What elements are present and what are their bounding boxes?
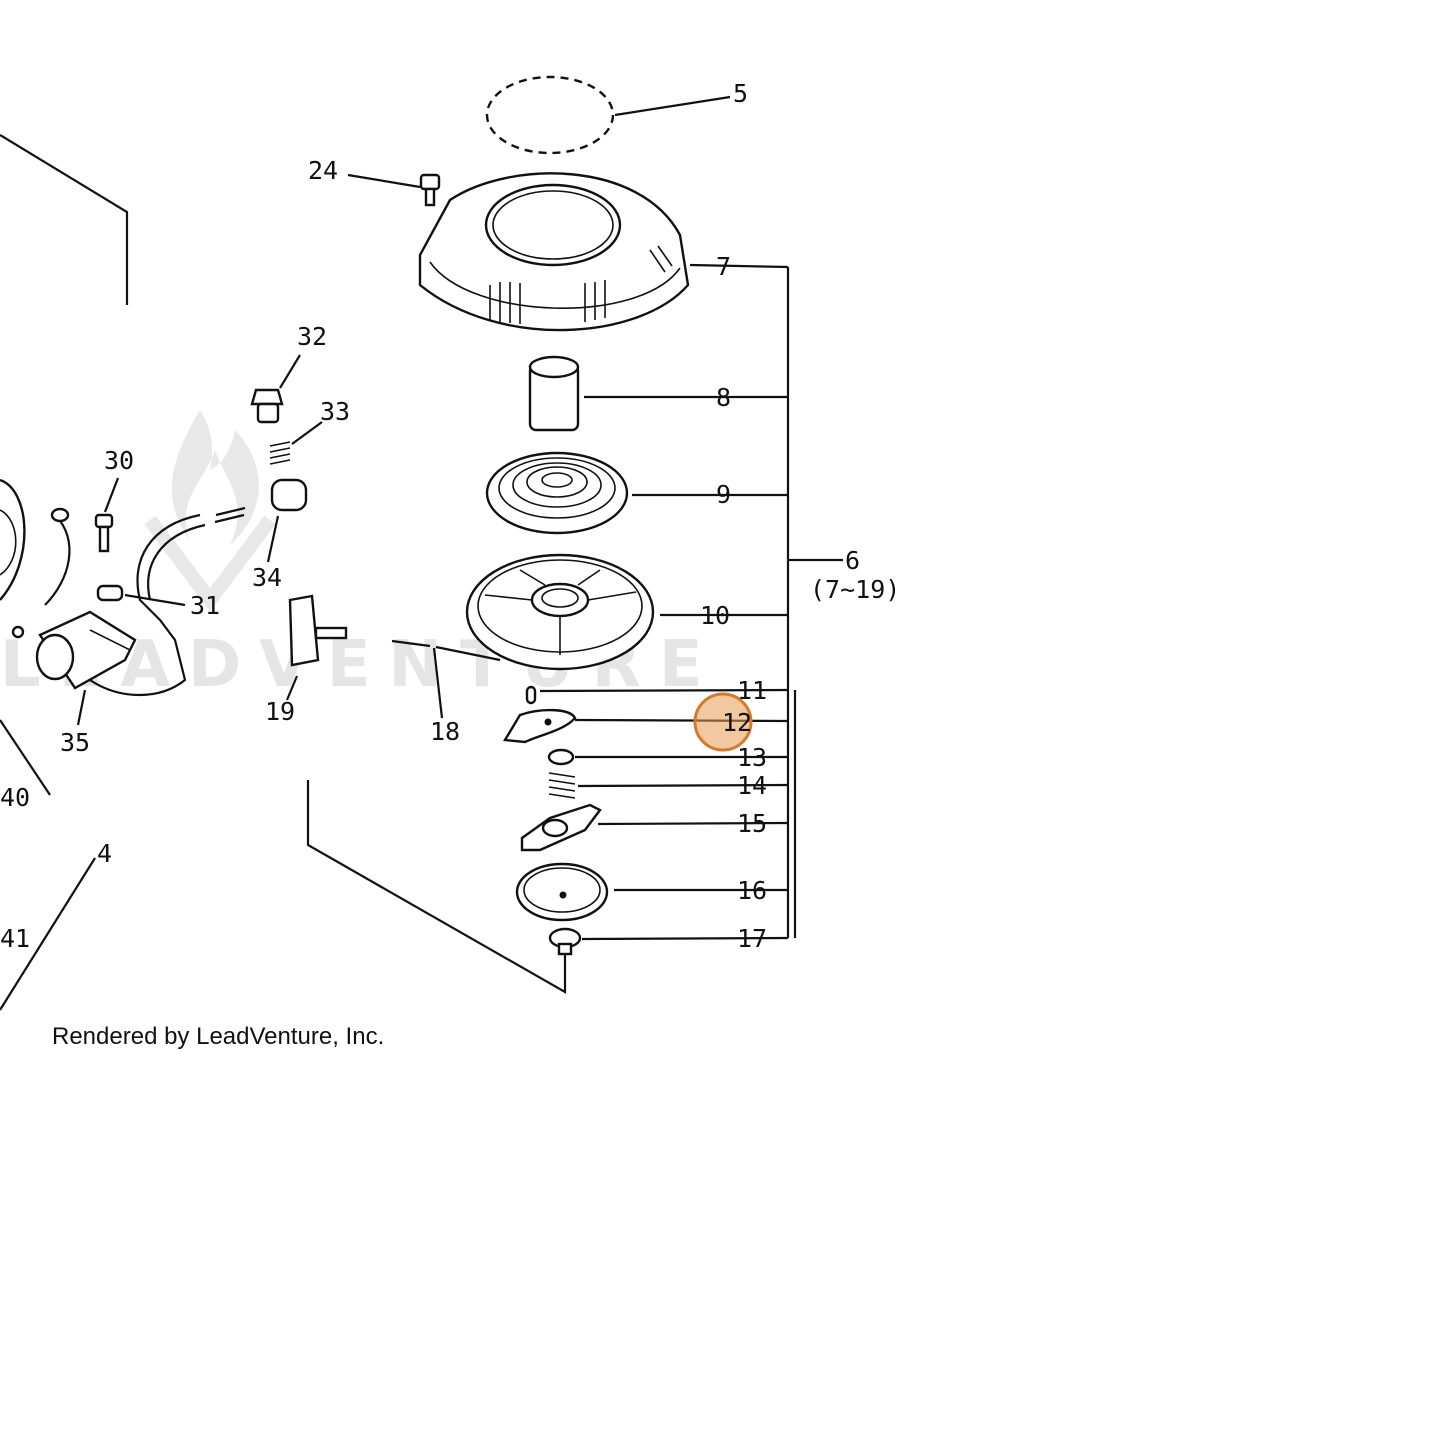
part-13-washer	[547, 748, 788, 766]
frame-line-bottom	[306, 780, 567, 994]
part-7-recoil-cover	[418, 172, 789, 332]
fuel-line	[89, 513, 201, 696]
left-edge-parts	[0, 478, 96, 1011]
label-part-14: 14	[737, 771, 767, 800]
label-part-16: 16	[737, 876, 767, 905]
part-32-plug	[250, 354, 301, 424]
label-part-32: 32	[297, 322, 327, 351]
label-part-11: 11	[737, 676, 767, 705]
label-part-8: 8	[716, 383, 731, 412]
label-part-35: 35	[60, 728, 90, 757]
part-33-spring	[269, 421, 323, 465]
part-15-friction-plate	[520, 803, 789, 852]
label-part-40: 40	[0, 783, 30, 812]
label-part-17: 17	[737, 924, 767, 953]
part-31-connector	[96, 584, 186, 607]
part-11-pin	[525, 685, 789, 705]
label-part-10: 10	[700, 601, 730, 630]
label-part-41: 41	[0, 924, 30, 953]
label-part-6-range: (7~19)	[810, 575, 900, 604]
part-14-spring	[548, 772, 789, 799]
label-part-30: 30	[104, 446, 134, 475]
part-24-bolt	[347, 173, 441, 207]
part-30-bolt	[94, 477, 120, 553]
assembly-bracket	[786, 267, 843, 938]
part-34-fitting	[214, 478, 308, 563]
frame-line-top-left	[0, 134, 129, 305]
rendered-by-credit: Rendered by LeadVenture, Inc.	[52, 1023, 384, 1050]
part-16-plate	[515, 862, 788, 922]
label-part-9: 9	[716, 480, 731, 509]
label-part-33: 33	[320, 397, 350, 426]
part-10-sheave-drum	[465, 553, 788, 671]
label-part-13: 13	[737, 743, 767, 772]
part-19-starter-handle	[285, 594, 348, 701]
fuel-line-inner	[147, 523, 206, 601]
label-part-24: 24	[308, 156, 338, 185]
label-part-12: 12	[722, 708, 752, 737]
part-8-collar	[528, 355, 788, 432]
highlight-marker[interactable]	[693, 692, 753, 752]
part-9-recoil-spring	[485, 451, 788, 535]
label-part-6: 6	[845, 546, 860, 575]
label-part-5: 5	[733, 79, 748, 108]
part-18-rope	[391, 639, 501, 719]
label-part-15: 15	[737, 809, 767, 838]
label-part-31: 31	[190, 591, 220, 620]
part-5-gasket	[485, 75, 731, 155]
part-12-ratchet	[502, 708, 789, 744]
flame-logo-icon	[171, 410, 259, 545]
label-part-18: 18	[430, 717, 460, 746]
label-part-7: 7	[716, 252, 731, 281]
label-part-19: 19	[265, 697, 295, 726]
label-part-34: 34	[252, 563, 282, 592]
part-17-screw	[548, 927, 789, 956]
label-part-4: 4	[97, 839, 112, 868]
part-35-ignition-coil	[35, 610, 137, 726]
